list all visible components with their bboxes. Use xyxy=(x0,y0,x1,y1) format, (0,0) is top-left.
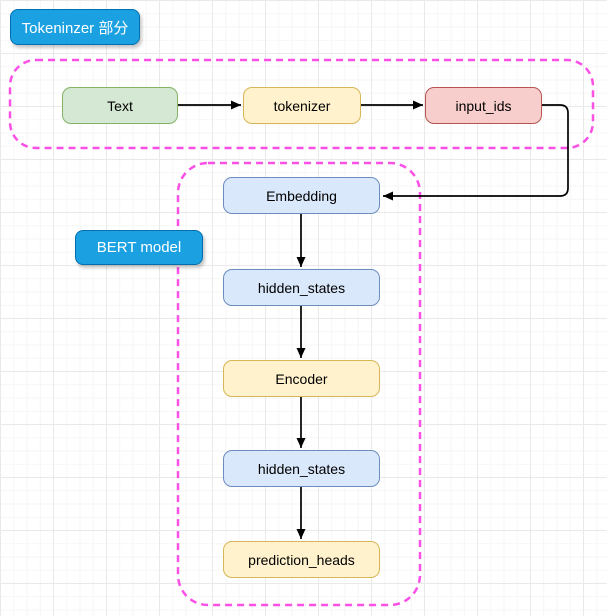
node-hidden-states-2-label: hidden_states xyxy=(257,460,346,477)
tokenizer-section-label[interactable]: Tokeninzer 部分 xyxy=(10,9,140,45)
node-encoder-label: Encoder xyxy=(275,370,328,387)
node-input-ids-label: input_ids xyxy=(455,97,512,114)
node-hidden-states-2[interactable]: hidden_states xyxy=(223,450,380,487)
node-encoder[interactable]: Encoder xyxy=(223,360,380,397)
connector-input-ids-to-embedding xyxy=(383,104,569,201)
bert-model-container[interactable] xyxy=(176,161,422,607)
node-embedding[interactable]: Embedding xyxy=(223,177,380,214)
node-prediction-heads-label: prediction_heads xyxy=(248,551,355,568)
tokenizer-section-container[interactable] xyxy=(8,58,595,150)
tokenizer-section-label-text: Tokeninzer 部分 xyxy=(21,19,129,37)
node-text-label: Text xyxy=(107,97,133,114)
node-tokenizer-label: tokenizer xyxy=(273,97,331,114)
node-embedding-label: Embedding xyxy=(266,187,337,204)
node-tokenizer[interactable]: tokenizer xyxy=(243,87,361,124)
node-hidden-states-1[interactable]: hidden_states xyxy=(223,269,380,306)
node-prediction-heads[interactable]: prediction_heads xyxy=(223,541,380,578)
node-input-ids[interactable]: input_ids xyxy=(425,87,542,124)
node-text[interactable]: Text xyxy=(62,87,178,124)
node-hidden-states-1-label: hidden_states xyxy=(257,279,346,296)
bert-model-label[interactable]: BERT model xyxy=(75,230,203,265)
bert-model-label-text: BERT model xyxy=(96,239,182,256)
